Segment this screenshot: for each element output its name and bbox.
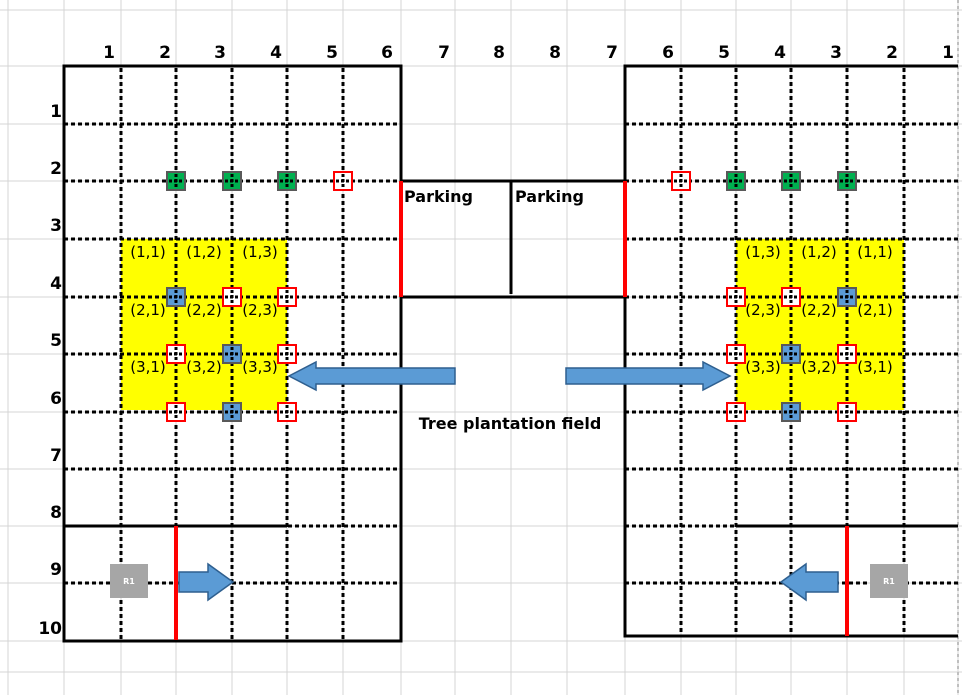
top-axis-label: 4 [774,43,786,63]
right-robot-label: R1 [883,577,895,586]
right-sample-zone [736,239,904,410]
top-axis-label: 6 [662,43,674,63]
tree-markers [110,171,908,598]
top-axis-label: 1 [942,43,954,63]
empty-tree-marker [726,402,746,422]
blue-tree-marker [222,402,242,422]
left-axis-label: 10 [38,619,62,639]
blue-tree-marker [222,344,242,364]
right-robot-box [870,564,908,598]
right-cell-label: (2,1) [857,301,893,319]
empty-tree-marker [277,287,297,307]
right-cell-label: (2,2) [801,301,837,319]
blue-tree-marker [166,287,186,307]
top-axis-label: 2 [886,43,898,63]
empty-tree-marker [333,171,353,191]
left-axis-label: 8 [50,503,62,523]
top-axis-label: 4 [270,43,282,63]
left-cell-label: (2,1) [130,301,166,319]
left-cell-label: (2,3) [242,301,278,319]
robot-arrow-right [178,562,235,602]
top-axis-label: 8 [549,43,561,63]
robot-arrow-left [779,562,839,602]
right-cell-label: (3,1) [857,358,893,376]
right-cell-label: (2,3) [745,301,781,319]
top-axis-label: 3 [214,43,226,63]
empty-tree-marker [837,402,857,422]
arrows [178,360,839,602]
top-axis-label: 2 [159,43,171,63]
field-frames [62,64,958,643]
empty-tree-marker [726,344,746,364]
empty-tree-marker [166,402,186,422]
right-cell-label: (1,3) [745,243,781,261]
right-cell-label: (3,3) [745,358,781,376]
empty-tree-marker [222,287,242,307]
left-robot-label: R1 [123,577,135,586]
left-axis-label: 5 [50,331,62,351]
blue-tree-marker [781,344,801,364]
empty-tree-marker [726,287,746,307]
left-cell-label: (1,1) [130,243,166,261]
left-robot-box [110,564,148,598]
left-cell-label: (3,1) [130,358,166,376]
left-axis-label: 1 [50,102,62,122]
left-axis-label: 7 [50,446,62,466]
empty-tree-marker [166,344,186,364]
empty-tree-marker [277,402,297,422]
top-axis-label: 6 [381,43,393,63]
top-axis-label: 8 [493,43,505,63]
left-cell-label: (3,3) [242,358,278,376]
right-cell-label: (1,2) [801,243,837,261]
left-cell-label: (2,2) [186,301,222,319]
empty-tree-marker [837,344,857,364]
blue-tree-marker [781,402,801,422]
parking-label-right: Parking [515,187,584,206]
left-cell-label: (1,3) [242,243,278,261]
top-axis-label: 5 [718,43,730,63]
left-axis-label: 6 [50,389,62,409]
green-tree-marker [837,171,857,191]
left-sample-zone [121,239,287,410]
green-tree-marker [222,171,242,191]
empty-tree-marker [781,287,801,307]
green-tree-marker [166,171,186,191]
green-tree-marker [277,171,297,191]
labels: R1 R1 1 2 3 4 5 6 7 8 8 7 6 5 4 3 2 1 1 2 3 4 5 6 7 8 9 10 Parking Pa… [38,43,954,639]
field-label: Tree plantation field [419,414,602,433]
arrow-right-to-field [565,360,732,392]
top-axis-label: 5 [326,43,338,63]
left-axis-label: 9 [50,560,62,580]
right-cell-label: (1,1) [857,243,893,261]
top-axis-label: 7 [606,43,618,63]
left-cell-label: (3,2) [186,358,222,376]
right-field-frame [623,64,958,638]
left-axis-label: 3 [50,216,62,236]
green-tree-marker [726,171,746,191]
blue-tree-marker [837,287,857,307]
left-axis-label: 2 [50,159,62,179]
empty-tree-marker [671,171,691,191]
green-tree-marker [781,171,801,191]
left-cell-label: (1,2) [186,243,222,261]
empty-tree-marker [277,344,297,364]
right-cell-label: (3,2) [801,358,837,376]
top-axis-label: 7 [438,43,450,63]
parking-label-left: Parking [404,187,473,206]
left-axis-label: 4 [50,274,62,294]
top-axis-label: 1 [103,43,115,63]
arrow-left-to-field [287,360,456,392]
sample-zones [121,239,904,410]
left-field-frame [62,64,403,643]
top-axis-label: 3 [830,43,842,63]
